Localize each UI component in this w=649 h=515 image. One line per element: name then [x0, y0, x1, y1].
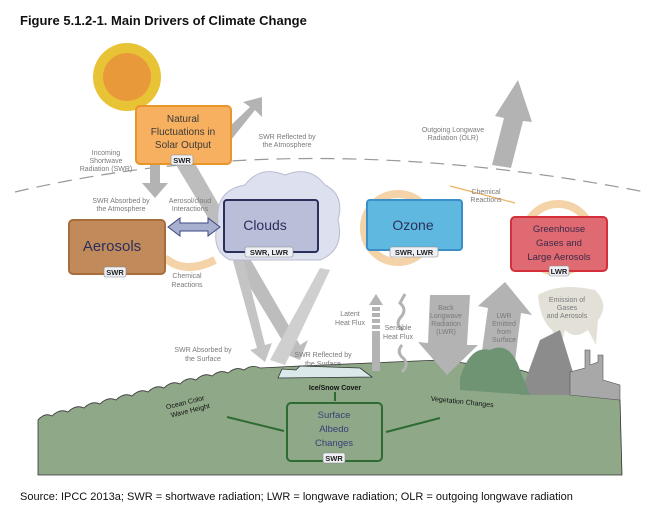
svg-text:Latent: Latent	[340, 311, 360, 318]
emission-label: Emission of Gases and Aerosols	[547, 297, 588, 320]
back-lwr-label: Back Longwave Radiation (LWR)	[430, 305, 462, 336]
svg-text:Surface: Surface	[492, 337, 516, 344]
aerosol-cloud-chemical-arrow	[162, 254, 217, 271]
svg-text:Incoming: Incoming	[92, 150, 121, 157]
svg-text:and Aerosols: and Aerosols	[547, 313, 588, 320]
svg-text:Interactions: Interactions	[172, 206, 209, 213]
svg-text:SWR Absorbed by: SWR Absorbed by	[174, 347, 232, 354]
chemical-reactions-top-label: Chemical Reactions	[470, 189, 502, 204]
incoming-swr-arrow	[142, 155, 168, 198]
olr-label: Outgoing Longwave Radiation (OLR)	[422, 127, 484, 142]
svg-text:Radiation (SWR): Radiation (SWR)	[80, 166, 133, 173]
albedo-box-line-3: Changes	[315, 438, 353, 449]
ice-snow-cover	[277, 365, 374, 379]
albedo-box-line-2: Albedo	[319, 424, 349, 435]
clouds-box: Clouds SWR, LWR	[223, 199, 319, 258]
svg-text:SWR Absorbed by: SWR Absorbed by	[92, 198, 150, 205]
svg-text:the Surface: the Surface	[185, 356, 221, 363]
figure-title: Figure 5.1.2-1. Main Drivers of Climate …	[20, 13, 307, 28]
lwr-emitted-arrow	[478, 282, 532, 370]
swr-reflected-surface-arrow	[270, 268, 330, 365]
solar-badge: SWR	[173, 156, 191, 165]
sensible-heat-arrow	[396, 293, 408, 374]
lwr-emitted-label: LWR Emitted from Surface	[492, 313, 516, 344]
ozone-badge: SWR, LWR	[395, 248, 434, 257]
svg-text:SWR Reflected by: SWR Reflected by	[258, 134, 316, 141]
albedo-box: Surface Albedo Changes SWR	[286, 402, 383, 464]
albedo-badge: SWR	[325, 454, 343, 463]
svg-text:Reactions: Reactions	[470, 197, 502, 204]
ghg-box-line-1: Greenhouse	[533, 224, 585, 235]
aerosols-box-label: Aerosols	[83, 238, 141, 255]
ghg-badge: LWR	[551, 267, 568, 276]
factory	[569, 349, 621, 401]
svg-text:Heat Flux: Heat Flux	[383, 334, 413, 341]
svg-text:LWR: LWR	[496, 313, 511, 320]
swr-to-surface-arrow	[230, 245, 272, 362]
svg-text:Heat Flux: Heat Flux	[335, 320, 365, 327]
albedo-line-left	[226, 416, 285, 432]
ozone-box: Ozone SWR, LWR	[366, 199, 463, 258]
back-lwr-arrow	[418, 295, 478, 375]
svg-text:Reactions: Reactions	[171, 282, 203, 289]
svg-text:Emitted: Emitted	[492, 321, 516, 328]
ozone-box-label: Ozone	[392, 217, 433, 233]
aerosols-badge: SWR	[106, 268, 124, 277]
svg-text:Aerosol/cloud: Aerosol/cloud	[169, 198, 212, 205]
solar-box-line-2: Fluctuations in	[151, 127, 215, 138]
svg-text:Shortwave: Shortwave	[89, 158, 122, 165]
figure-source: Source: IPCC 2013a; SWR = shortwave radi…	[20, 491, 573, 503]
ice-snow-label: Ice/Snow Cover	[309, 385, 361, 392]
clouds-box-label: Clouds	[243, 217, 287, 233]
albedo-box-line-1: Surface	[318, 410, 351, 421]
svg-text:Outgoing Longwave: Outgoing Longwave	[422, 127, 484, 134]
solar-box-line-3: Solar Output	[155, 140, 211, 151]
solar-output-box: Natural Fluctuations in Solar Output SWR	[135, 105, 232, 166]
aerosols-box: Aerosols SWR	[68, 219, 166, 278]
swr-reflected-surface-label: SWR Reflected by the Surface	[294, 352, 352, 368]
sun-icon	[93, 43, 161, 111]
swr-absorbed-surface-label: SWR Absorbed by the Surface	[174, 347, 232, 363]
svg-text:Longwave: Longwave	[430, 313, 462, 320]
clouds-badge: SWR, LWR	[250, 248, 289, 257]
svg-text:Gases: Gases	[557, 305, 578, 312]
svg-text:SWR Reflected by: SWR Reflected by	[294, 352, 352, 359]
albedo-line-right	[385, 417, 441, 433]
latent-heat-arrow	[369, 294, 383, 371]
ghg-box-line-3: Large Aerosols	[527, 252, 591, 263]
olr-arrow	[492, 80, 532, 168]
ghg-box-line-2: Gases and	[536, 238, 582, 249]
atmosphere-boundary	[14, 157, 646, 193]
volcano	[520, 330, 580, 395]
svg-text:Back: Back	[438, 305, 454, 312]
svg-text:Chemical: Chemical	[471, 189, 501, 196]
svg-text:(LWR): (LWR)	[436, 329, 456, 336]
chemical-reactions-left-label: Chemical Reactions	[171, 273, 203, 289]
ghg-box: Greenhouse Gases and Large Aerosols LWR	[510, 216, 608, 277]
svg-text:from: from	[497, 329, 511, 336]
svg-text:Emission of: Emission of	[549, 297, 585, 304]
sensible-heat-label: Sensible Heat Flux	[383, 325, 413, 341]
solar-box-line-1: Natural	[167, 114, 199, 125]
incoming-swr-label: Incoming Shortwave Radiation (SWR)	[80, 150, 133, 173]
swr-reflected-atmosphere-label: SWR Reflected by the Atmosphere	[258, 134, 316, 149]
svg-text:the Surface: the Surface	[305, 361, 341, 368]
svg-text:Sensible: Sensible	[385, 325, 412, 332]
aerosol-cloud-double-arrow	[167, 217, 221, 237]
trees	[460, 347, 530, 395]
aerosol-cloud-label: Aerosol/cloud Interactions	[169, 198, 212, 213]
svg-text:Radiation: Radiation	[431, 321, 461, 328]
chemical-reaction-line	[449, 185, 516, 204]
svg-text:the Atmosphere: the Atmosphere	[262, 142, 311, 149]
svg-text:Chemical: Chemical	[172, 273, 202, 280]
swr-absorbed-atmosphere-label: SWR Absorbed by the Atmosphere	[92, 198, 150, 213]
latent-heat-label: Latent Heat Flux	[335, 311, 365, 327]
svg-text:the Atmosphere: the Atmosphere	[96, 206, 145, 213]
svg-text:Radiation (OLR): Radiation (OLR)	[428, 135, 479, 142]
